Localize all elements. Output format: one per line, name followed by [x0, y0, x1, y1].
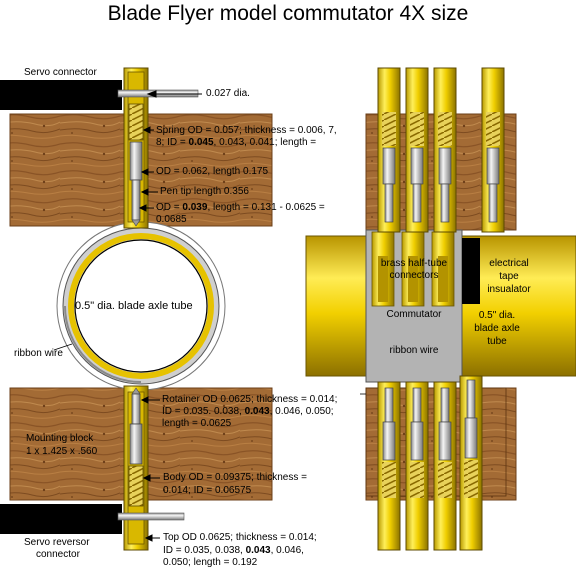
top-spec-line2: ID = 0.035, 0.038, 0.043, 0.046, — [163, 545, 304, 556]
right-axle-label-1: 0.5" dia. — [478, 310, 516, 321]
right-ribbon-wire-label: ribbon wire — [389, 345, 439, 356]
top-spec-line1: Top OD 0.0625; thickness = 0.014; — [163, 532, 317, 543]
retainer-spec-line1: Rotainer OD 0.0625; thickness = 0.014; — [162, 394, 338, 405]
od-039-line2: 0.0685 — [156, 214, 187, 225]
right-front-view — [305, 67, 576, 551]
commutator-label: Commutator — [386, 309, 442, 320]
left-axle-tube — [56, 221, 226, 391]
servo-connector — [0, 80, 122, 110]
od-062-label: OD = 0.062, length 0.175 — [156, 166, 269, 177]
half-tube-connectors — [371, 231, 455, 307]
tape-label-3: insualator — [487, 284, 531, 295]
connector-pin-bottom — [117, 512, 185, 521]
page-title: Blade Flyer model commutator 4X size — [107, 2, 469, 25]
left-ribbon-wire-label: ribbon wire — [14, 348, 63, 359]
left-axle-label: 0.5" dia. blade axle tube — [75, 300, 193, 312]
right-axle-label-3: tube — [487, 336, 507, 347]
spring-bottom — [128, 465, 144, 507]
servo-reversor-label-2: connector — [36, 549, 80, 560]
bottom-pins — [377, 375, 483, 551]
mounting-block-label: Mounting block — [26, 433, 94, 444]
annotation-arrows — [138, 90, 202, 542]
servo-connector-label: Servo connector — [24, 67, 97, 78]
spring-spec-line1: Spring OD = 0.057; thickness = 0.006, 7, — [156, 125, 337, 136]
pen-tip-top — [129, 141, 143, 181]
brass-connectors-label-2: connectors — [389, 270, 439, 281]
spring-spec-line2: 8; ID = 0.045, 0.043, 0.041; length = — [156, 137, 317, 148]
pin-diameter-label: 0.027 dia. — [206, 88, 250, 99]
servo-reversor-connector — [0, 504, 122, 534]
bottom-brass-assembly — [123, 385, 149, 551]
left-side-view — [0, 67, 273, 551]
right-axle-label-2: blade axle — [474, 323, 520, 334]
tape-label-2: tape — [499, 271, 519, 282]
top-spec-line3: 0.050; length = 0.192 — [163, 557, 258, 568]
tape-label-1: electrical — [489, 258, 529, 269]
servo-reversor-label: Servo reversor — [24, 537, 90, 548]
top-pins — [377, 67, 505, 233]
pen-tip-bottom — [129, 423, 143, 465]
body-spec-line1: Body OD = 0.09375; thickness = — [163, 472, 307, 483]
od-039-line1: OD = 0.039, length = 0.131 - 0.0625 = — [156, 202, 325, 213]
electrical-tape — [462, 238, 480, 304]
body-spec-line2: 0.014; ID = 0.06575 — [163, 485, 252, 496]
spring-top — [128, 103, 144, 141]
retainer-spec-line3: length = 0.0625 — [162, 418, 232, 429]
brass-connectors-label: brass half-tube — [380, 258, 448, 269]
mounting-block-dims: 1 x 1.425 x .560 — [26, 446, 98, 457]
pen-tip-label: Pen tip length 0.356 — [160, 186, 249, 197]
retainer-spec-line2: ID = 0.035. 0.038, 0.043, 0.046, 0.050; — [162, 406, 334, 417]
